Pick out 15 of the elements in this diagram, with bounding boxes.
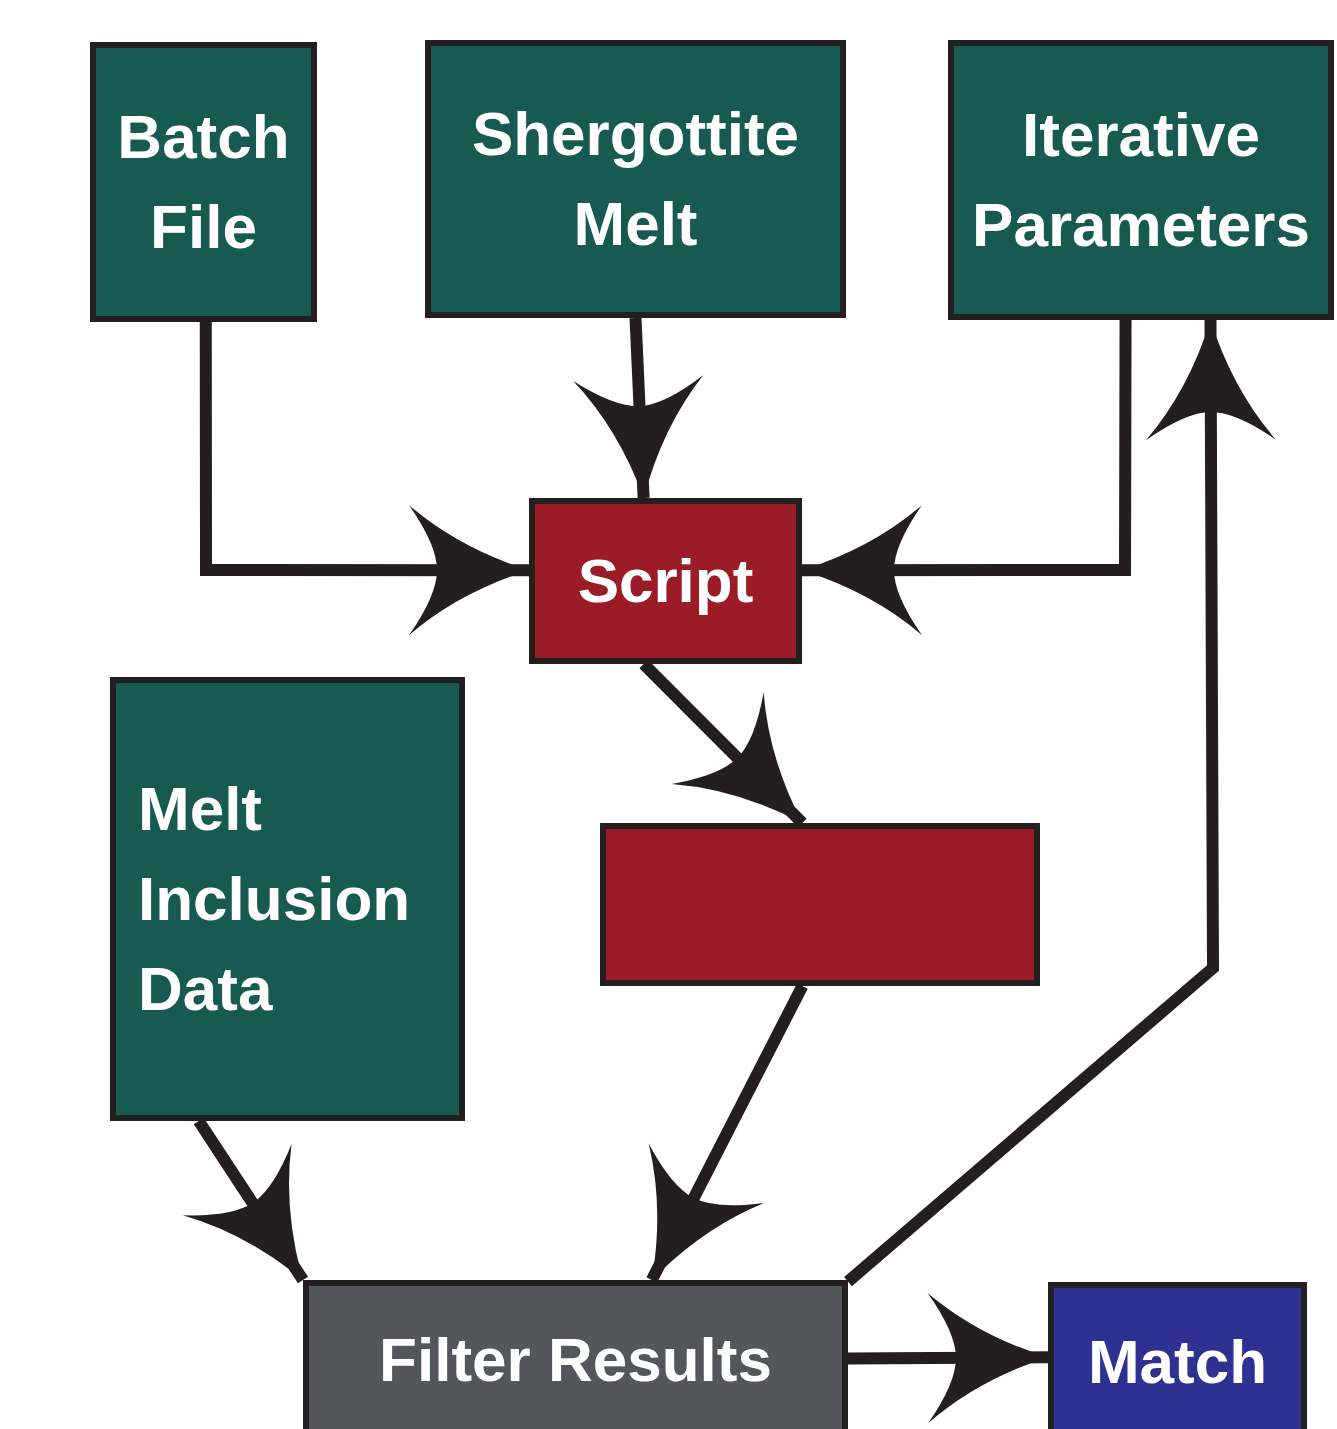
process-box [90, 42, 317, 322]
node-label: Filter Results [379, 1324, 772, 1397]
node-label: Batch File [116, 101, 291, 263]
empty-box [600, 823, 1040, 986]
node-label: Iterative Parameters [971, 99, 1311, 261]
process-box [303, 1280, 848, 1429]
process-box [529, 498, 802, 664]
node-label: Shergottite Melt [470, 98, 801, 260]
node-label: Script [577, 545, 754, 618]
node-label: Melt Inclusion Data [138, 773, 412, 1025]
process-box [948, 40, 1334, 320]
process-box [1048, 1282, 1307, 1429]
process-box [425, 40, 846, 318]
process-box [110, 677, 465, 1121]
node-label: Match [1087, 1326, 1268, 1399]
